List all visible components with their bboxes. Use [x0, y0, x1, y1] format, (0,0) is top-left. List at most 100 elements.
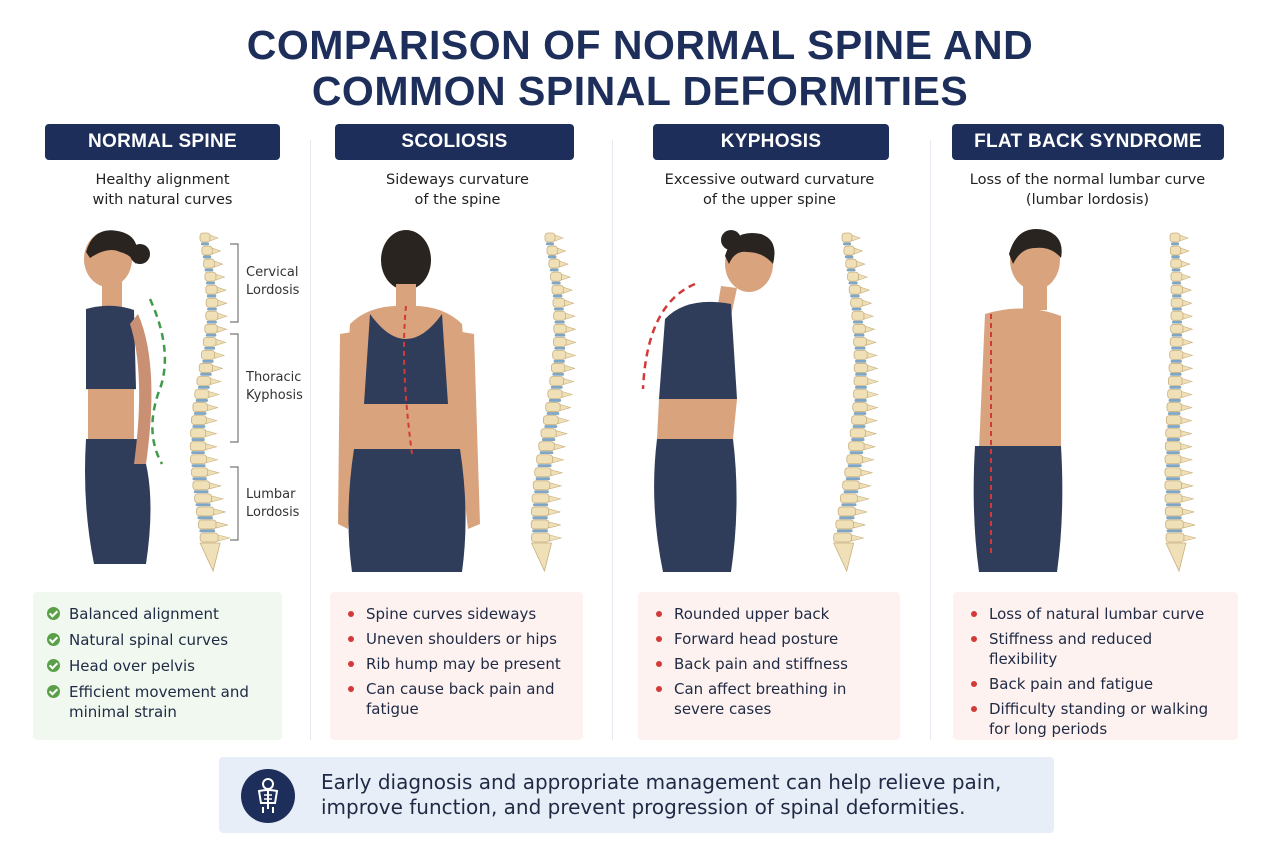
vertebra [837, 506, 856, 517]
spinous-process [858, 482, 872, 490]
spinous-process [866, 404, 879, 411]
spinous-process [865, 430, 878, 438]
vertebra [852, 323, 866, 334]
spinal-disc [1172, 307, 1182, 311]
spinous-process [548, 495, 562, 503]
vertebra [205, 284, 218, 295]
column-description: Sideways curvature of the spine [386, 172, 529, 208]
spinous-process [205, 430, 218, 438]
check-icon [47, 685, 60, 698]
list-item: Loss of natural lumbar curve [967, 604, 1222, 624]
spinal-disc [554, 333, 566, 337]
spinal-disc [1172, 294, 1182, 298]
spinous-process [207, 469, 221, 477]
bullet-dot-icon [348, 661, 354, 667]
check-icon [47, 607, 60, 620]
vertebra [547, 389, 563, 399]
spinous-process [565, 338, 577, 346]
vertebra [1169, 336, 1184, 347]
vertebra [204, 271, 217, 282]
spinal-disc [537, 464, 552, 468]
spinal-disc [192, 425, 206, 428]
vertebra [1170, 258, 1182, 269]
spinal-disc [851, 307, 862, 311]
spinal-disc [854, 399, 867, 402]
spinal-disc [197, 385, 210, 389]
spinal-disc [839, 516, 855, 520]
spinal-disc [550, 385, 563, 389]
vertebra [852, 402, 868, 412]
spinous-process [206, 456, 219, 464]
spinous-process [851, 534, 864, 542]
vertebra [851, 310, 865, 321]
vertebra [1168, 363, 1183, 373]
kyphosis-posture-figure [641, 230, 775, 572]
vertebra [545, 402, 561, 412]
spinal-disc [191, 451, 205, 454]
vertebra [553, 310, 567, 321]
spinal-disc [547, 255, 557, 259]
column-description: Excessive outward curvature of the upper… [664, 172, 875, 208]
vertebra [851, 415, 867, 426]
spinous-process [554, 234, 564, 242]
spinal-disc [552, 294, 563, 298]
spinous-process [860, 469, 874, 477]
spinal-disc [201, 242, 209, 246]
spinous-process [1181, 273, 1192, 281]
spinous-process [217, 299, 228, 307]
spinal-disc [850, 294, 860, 298]
spinous-process [555, 430, 568, 438]
spinal-disc [1171, 281, 1181, 285]
bullet-dot-icon [348, 611, 354, 617]
spinal-disc [852, 320, 864, 324]
spinous-process [860, 286, 871, 294]
spinous-process [1180, 469, 1194, 477]
sacrum [530, 542, 553, 573]
spinous-process [856, 260, 866, 268]
spinous-process [1182, 521, 1196, 529]
vertebra [840, 493, 858, 504]
vertebra [1165, 415, 1182, 426]
vertebra [196, 506, 215, 517]
spinous-process [862, 456, 875, 464]
vertebra [538, 441, 555, 452]
spinous-process [557, 247, 567, 255]
vertebra [204, 323, 218, 334]
symptoms-list: Spine curves sideways Uneven shoulders o… [344, 604, 567, 719]
symptoms-list: Rounded upper back Forward head posture … [652, 604, 884, 719]
vertebra [1167, 389, 1183, 399]
list-item: Rounded upper back [652, 604, 884, 624]
symptoms-box-kyphosis: Rounded upper back Forward head posture … [638, 592, 900, 740]
spinous-process [1182, 299, 1193, 307]
vertebra [553, 323, 567, 334]
list-item: Back pain and fatigue [967, 674, 1222, 694]
spinal-disc [855, 372, 867, 376]
spinal-disc [1166, 516, 1182, 520]
spinal-disc [1165, 477, 1181, 481]
vertebra [1169, 232, 1181, 243]
spinous-process [552, 456, 565, 464]
spinous-process [855, 508, 868, 516]
spinous-process [213, 508, 226, 516]
bullet-dot-icon [971, 636, 977, 642]
spinal-disc [546, 242, 554, 246]
vertebra [189, 441, 207, 452]
vertebra [1165, 519, 1184, 530]
vertebra [191, 415, 207, 426]
spinal-disc [853, 333, 865, 337]
spinal-disc [843, 242, 851, 246]
vertebra [205, 310, 219, 321]
spinal-disc [192, 477, 207, 481]
list-item: Difficulty standing or walking for long … [967, 699, 1222, 739]
spinal-disc [849, 451, 864, 454]
bullet-dot-icon [656, 611, 662, 617]
vertebra [190, 454, 207, 465]
vertebra [1170, 271, 1183, 282]
spinal-disc [199, 529, 216, 533]
spinous-process [216, 325, 228, 333]
spinous-process [209, 234, 219, 242]
spinous-process [857, 495, 871, 503]
spinous-process [863, 312, 875, 320]
spinous-process [862, 299, 873, 307]
spinous-process [212, 365, 224, 372]
